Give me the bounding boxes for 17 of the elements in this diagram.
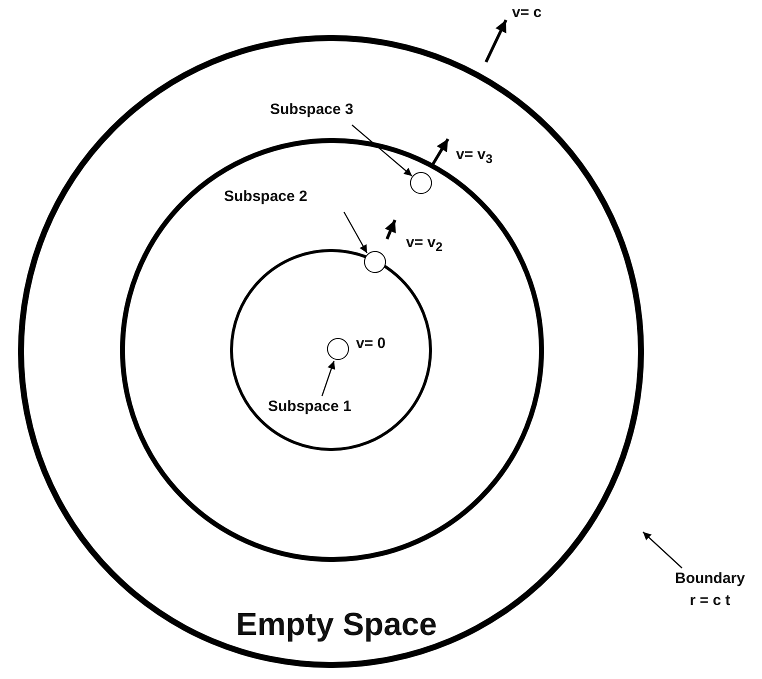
leader-line xyxy=(352,124,412,176)
leader-line xyxy=(343,212,368,254)
callout-label: Boundary xyxy=(674,570,745,587)
subspace-circle xyxy=(364,251,386,273)
leader-line xyxy=(642,532,682,568)
leader-line xyxy=(321,360,336,396)
velocity-label: v= v$_{2}$ xyxy=(406,234,443,254)
callout-label: Subspace 2 xyxy=(224,188,308,205)
velocity-label: v= v$_{3}$ xyxy=(456,146,493,166)
velocity-label: v= 0 xyxy=(356,335,386,352)
region-label: Empty Space xyxy=(236,606,437,643)
callout-label: Subspace 3 xyxy=(270,101,354,118)
subspace-circle xyxy=(410,172,432,194)
subspace-circle xyxy=(327,338,349,360)
callout-label: Subspace 1 xyxy=(268,398,352,415)
formula-label: r = c t xyxy=(690,592,730,609)
velocity-label: v= c xyxy=(512,4,542,21)
